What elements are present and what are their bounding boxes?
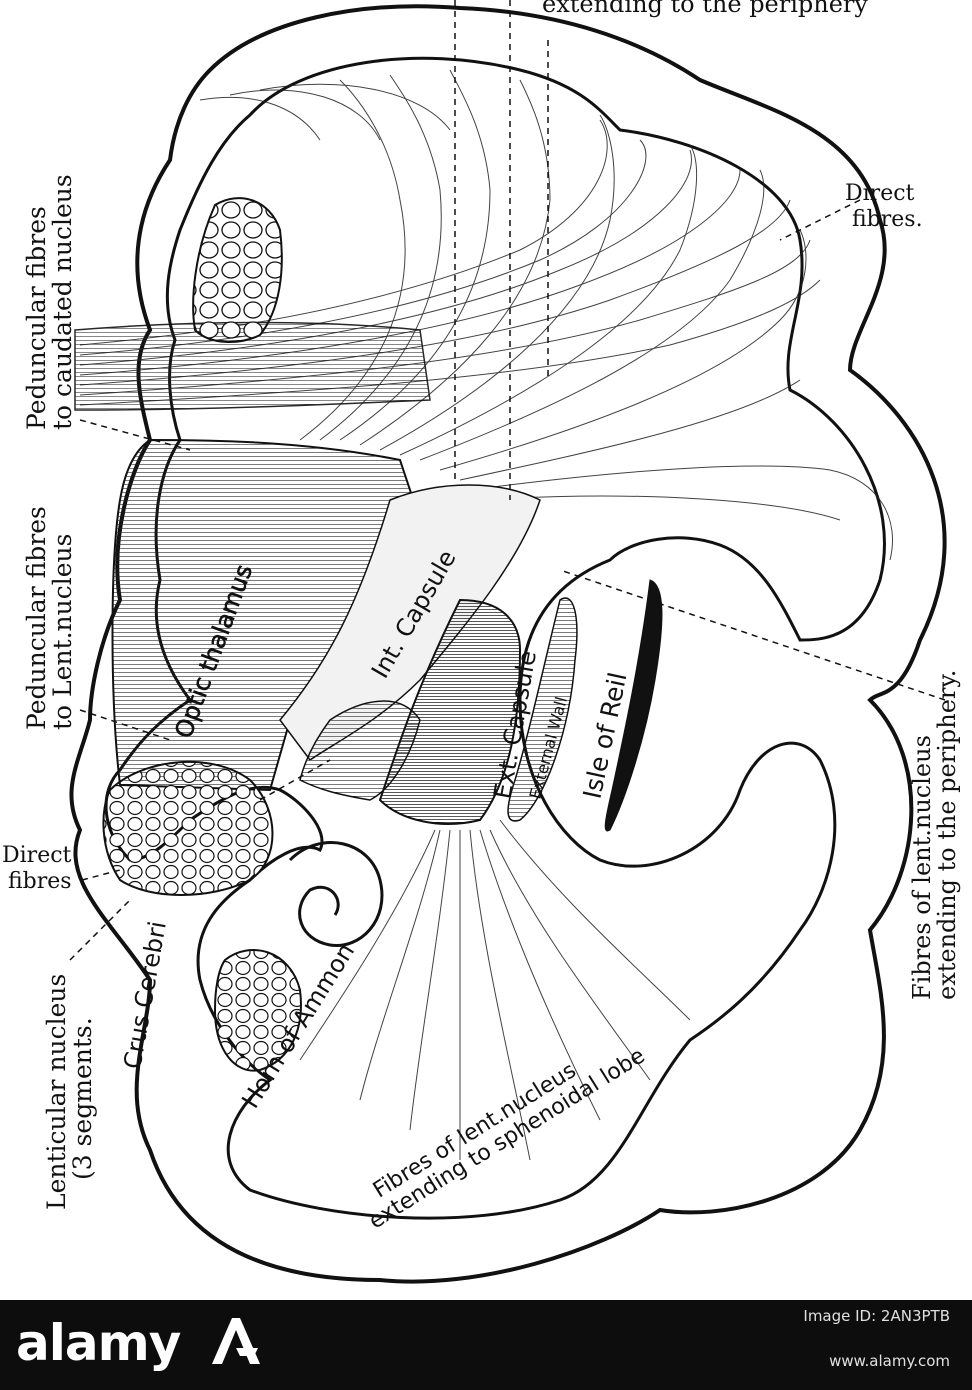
crus-cerebri-cell-mass [102,760,274,896]
brain-section-diagram: extending to the periphery Direct fibres… [2,0,961,1284]
caudate-nucleus [192,197,283,343]
lenticular-segment-middle [299,700,421,801]
label-lenticular-nucleus-2: (3 segments. [68,1017,97,1180]
leader-lines [69,0,946,961]
label-lenticular-nucleus-1: Lenticular nucleus [42,974,71,1210]
illustration-canvas: extending to the periphery Direct fibres… [2,0,961,1284]
label-direct-fibres-right-2: fibres. [852,207,923,232]
label-direct-fibres-right-1: Direct [845,181,915,206]
internal-capsule [279,484,541,762]
label-periphery-1: Fibres of lent.nucleus [908,735,936,1000]
stock-url-text: www.alamy.com [829,1352,950,1370]
external-wall [507,597,578,822]
label-peduncular-lent-1: Peduncular fibres [22,506,51,730]
label-direct-fibres-left-1: Direct [2,843,72,868]
sphenoidal-fibres [299,819,691,1161]
label-peduncular-caudate-2: to caudated nucleus [48,174,77,430]
image-id-text: Image ID: 2AN3PTB [803,1307,950,1325]
hippocampal-cell-cluster [213,949,302,1072]
stock-watermark-banner [0,1300,972,1390]
alamy-logo: alamy [16,1314,181,1372]
label-periphery-2: extending to the periphery. [933,670,961,1000]
label-top-periphery: extending to the periphery [542,0,868,18]
label-peduncular-lent-2: to Lent.nucleus [48,534,77,730]
horn-of-ammon [288,841,384,948]
label-peduncular-caudate-1: Peduncular fibres [22,206,51,430]
label-direct-fibres-left-2: fibres [8,869,72,894]
alamy-a-icon [212,1318,260,1364]
isle-of-reil-insula [604,579,663,832]
